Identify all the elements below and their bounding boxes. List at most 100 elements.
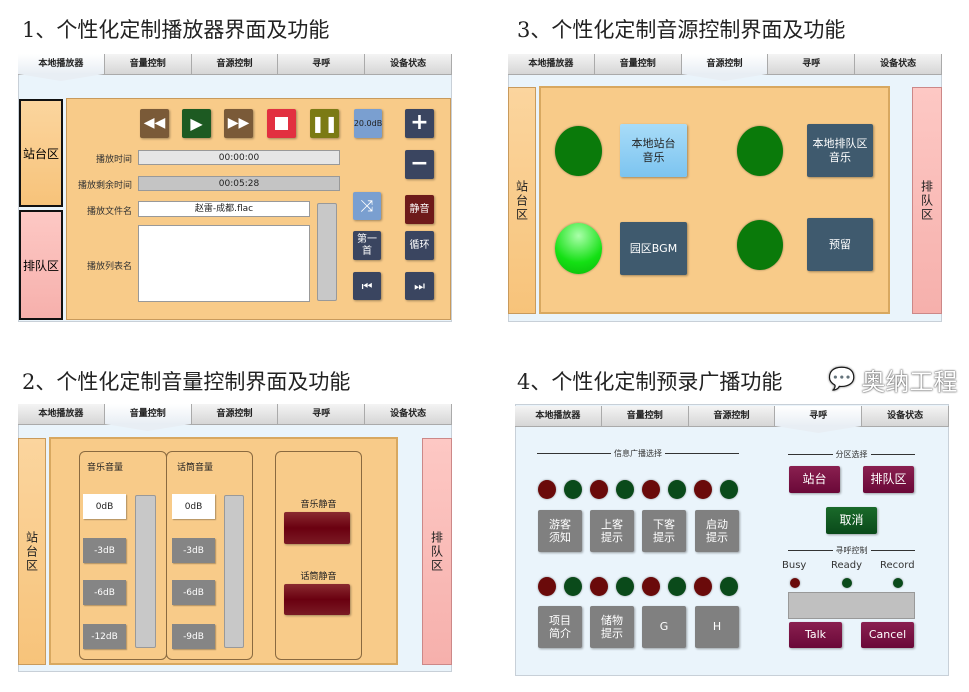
tab-paging[interactable]: 寻呼 <box>775 406 863 426</box>
playlist-scrollbar[interactable] <box>317 203 337 301</box>
mic-volume-group <box>166 451 253 660</box>
zone-queue-button[interactable]: 排队区 <box>912 87 942 314</box>
source-park-bgm-button[interactable]: 园区BGM <box>620 222 687 275</box>
fast-forward-button[interactable]: ▶▶ <box>224 109 253 138</box>
pause-icon: ❚❚ <box>311 113 338 133</box>
next-track-button[interactable]: ⏭ <box>405 272 434 300</box>
stop-button[interactable] <box>267 109 296 138</box>
file-name-field[interactable]: 赵雷-成都.flac <box>138 201 310 217</box>
tab-paging[interactable]: 寻呼 <box>278 404 366 424</box>
tab-source[interactable]: 音源控制 <box>681 54 769 74</box>
paging-control-header-text: 寻呼控制 <box>835 546 868 555</box>
ready-indicator-dot <box>720 480 738 499</box>
msg-start-button[interactable]: 启动提示 <box>695 510 739 552</box>
source-reserved-button[interactable]: 预留 <box>807 218 873 271</box>
mic-level-0db[interactable]: 0dB <box>172 494 215 519</box>
tab-local-player[interactable]: 本地播放器 <box>508 54 595 74</box>
tab-device-status[interactable]: 设备状态 <box>855 54 942 74</box>
tab-device-status[interactable]: 设备状态 <box>365 404 452 424</box>
music-level-0db[interactable]: 0dB <box>83 494 126 519</box>
talk-button[interactable]: Talk <box>789 622 842 648</box>
tab-device-status[interactable]: 设备状态 <box>862 406 949 426</box>
watermark-text: 奥纳工程 <box>861 368 958 396</box>
remaining-time-field: 00:05:28 <box>138 176 340 191</box>
first-track-button[interactable]: 第一首 <box>353 231 381 260</box>
mic-mute-button[interactable] <box>284 584 350 615</box>
mic-level-3db[interactable]: -3dB <box>172 538 215 563</box>
msg-h-button[interactable]: H <box>695 606 739 648</box>
msg-g-button[interactable]: G <box>642 606 686 648</box>
play-button[interactable]: ▶ <box>182 109 211 138</box>
tab-local-player[interactable]: 本地播放器 <box>515 406 602 426</box>
stop-icon <box>275 117 288 130</box>
section-title-volume: 2、个性化定制音量控制界面及功能 <box>22 370 351 394</box>
rewind-button[interactable]: ◀◀ <box>140 109 169 138</box>
volume-display: 20.0dB <box>354 109 382 138</box>
busy-indicator-dot <box>590 577 608 596</box>
zone-cancel-button[interactable]: 取消 <box>826 507 877 534</box>
volume-up-button[interactable]: + <box>405 109 434 138</box>
minus-icon: − <box>410 151 429 177</box>
tab-source[interactable]: 音源控制 <box>192 54 279 74</box>
msg-storage-button[interactable]: 储物提示 <box>590 606 634 648</box>
mic-level-6db[interactable]: -6dB <box>172 580 215 605</box>
mic-level-9db[interactable]: -9dB <box>172 624 215 649</box>
source-indicator-active <box>555 223 602 274</box>
zone-station-button[interactable]: 站台 <box>789 466 840 493</box>
pause-button[interactable]: ❚❚ <box>310 109 339 138</box>
zone-queue-button[interactable]: 排队区 <box>19 210 63 320</box>
source-station-music-button[interactable]: 本地站台音乐 <box>620 124 687 177</box>
source-queue-music-button[interactable]: 本地排队区音乐 <box>807 124 873 177</box>
tab-volume[interactable]: 音量控制 <box>602 406 689 426</box>
tab-local-player[interactable]: 本地播放器 <box>18 404 105 424</box>
busy-indicator-dot <box>590 480 608 499</box>
msg-project-intro-button[interactable]: 项目简介 <box>538 606 582 648</box>
tab-volume[interactable]: 音量控制 <box>595 54 682 74</box>
zone-station-button[interactable]: 站台区 <box>19 99 63 207</box>
ready-indicator-dot <box>720 577 738 596</box>
zone-station-button[interactable]: 站台区 <box>508 87 536 314</box>
source-panel <box>539 86 890 314</box>
section-title-paging: 4、个性化定制预录广播功能 <box>517 370 783 394</box>
zone-station-button[interactable]: 站台区 <box>18 438 46 665</box>
previous-track-button[interactable]: ⏮ <box>353 272 381 300</box>
playlist-box[interactable] <box>138 225 310 302</box>
volume-down-button[interactable]: − <box>405 150 434 179</box>
tab-local-player[interactable]: 本地播放器 <box>18 54 105 74</box>
volume-screen: 本地播放器 音量控制 音源控制 寻呼 设备状态 站台区 排队区 音乐音量 话筒音… <box>15 400 455 675</box>
tab-device-status[interactable]: 设备状态 <box>365 54 452 74</box>
tab-volume[interactable]: 音量控制 <box>105 54 192 74</box>
shuffle-icon: ⤨ <box>360 196 374 216</box>
ready-label: Ready <box>831 560 863 571</box>
shuffle-button[interactable]: ⤨ <box>353 192 381 220</box>
tab-source[interactable]: 音源控制 <box>192 404 279 424</box>
paging-screen: 本地播放器 音量控制 音源控制 寻呼 设备状态 信息广播选择 游客须知 上客提示… <box>512 400 952 676</box>
tab-paging[interactable]: 寻呼 <box>768 54 856 74</box>
music-mute-button[interactable] <box>284 512 350 544</box>
zone-queue-button[interactable]: 排队区 <box>863 466 914 493</box>
mic-volume-label: 话筒音量 <box>177 463 214 473</box>
busy-indicator-dot <box>694 480 712 499</box>
mic-volume-slider[interactable] <box>224 495 244 648</box>
paging-status-display <box>788 592 915 619</box>
mute-button[interactable]: 静音 <box>405 195 434 224</box>
msg-visitor-notice-button[interactable]: 游客须知 <box>538 510 582 552</box>
watermark: 💬 奥纳工程 <box>828 362 957 397</box>
tab-source[interactable]: 音源控制 <box>689 406 776 426</box>
tab-paging[interactable]: 寻呼 <box>278 54 366 74</box>
cancel-button[interactable]: Cancel <box>861 622 914 648</box>
msg-boarding-button[interactable]: 上客提示 <box>590 510 634 552</box>
tab-volume[interactable]: 音量控制 <box>104 404 192 424</box>
music-level-6db[interactable]: -6dB <box>83 580 126 605</box>
info-broadcast-header-text: 信息广播选择 <box>614 449 662 458</box>
music-level-3db[interactable]: -3dB <box>83 538 126 563</box>
loop-button[interactable]: 循环 <box>405 231 434 260</box>
busy-indicator-dot <box>642 480 660 499</box>
msg-alighting-button[interactable]: 下客提示 <box>642 510 686 552</box>
ready-indicator-dot <box>668 480 686 499</box>
record-label: Record <box>880 560 915 571</box>
ready-indicator-dot <box>564 480 582 499</box>
music-level-12db[interactable]: -12dB <box>83 624 126 649</box>
music-volume-slider[interactable] <box>135 495 156 648</box>
zone-queue-button[interactable]: 排队区 <box>422 438 452 665</box>
